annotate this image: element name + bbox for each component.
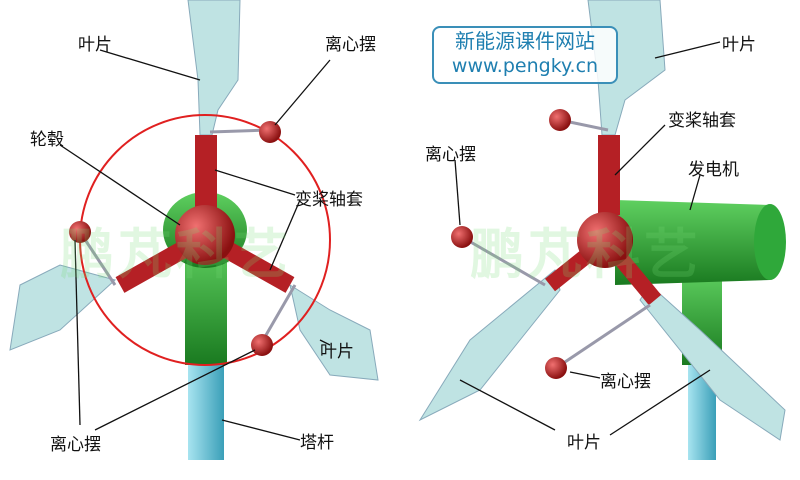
watermark: 鹏芃科艺 bbox=[470, 223, 702, 286]
hub bbox=[175, 205, 235, 265]
site-logo: 新能源课件网站 www.pengky.cn bbox=[432, 26, 618, 84]
logo-title: 新能源课件网站 bbox=[455, 29, 595, 53]
label-tower: 塔杆 bbox=[300, 433, 334, 453]
right-turbine bbox=[418, 0, 786, 460]
label-pendulum: 离心摆 bbox=[600, 372, 651, 392]
blade-lower-right bbox=[639, 284, 786, 441]
label-blade: 叶片 bbox=[567, 433, 601, 453]
label-blade: 叶片 bbox=[320, 342, 354, 362]
left-turbine bbox=[9, 0, 379, 460]
hub bbox=[577, 212, 633, 268]
generator bbox=[615, 200, 780, 285]
label-blade: 叶片 bbox=[78, 35, 112, 55]
blade-top bbox=[187, 0, 241, 136]
logo-url: www.pengky.cn bbox=[451, 55, 599, 77]
label-pendulum: 离心摆 bbox=[325, 35, 376, 55]
pitch-shaft bbox=[195, 135, 217, 215]
label-pitch-sleeve: 变桨轴套 bbox=[668, 111, 736, 131]
label-pitch-sleeve: 变桨轴套 bbox=[295, 190, 363, 210]
label-pendulum: 离心摆 bbox=[50, 435, 101, 455]
label-generator: 发电机 bbox=[688, 160, 739, 180]
label-hub: 轮毂 bbox=[30, 130, 64, 150]
label-blade: 叶片 bbox=[722, 35, 756, 55]
blade-lower-left bbox=[418, 269, 561, 422]
watermark: 鹏芃科艺 bbox=[60, 223, 292, 286]
blade-right bbox=[289, 283, 379, 381]
label-pendulum: 离心摆 bbox=[425, 145, 476, 165]
